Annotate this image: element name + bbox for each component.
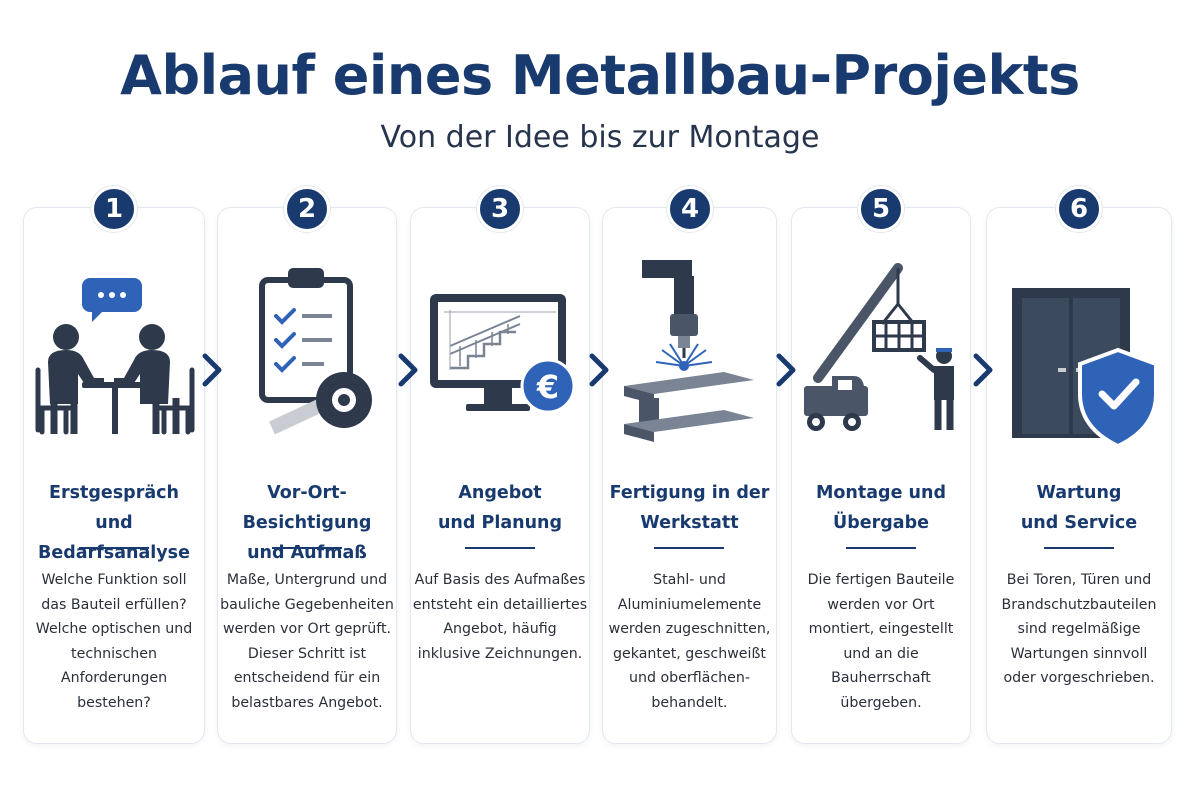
page-subtitle: Von der Idee bis zur Montage	[380, 120, 820, 155]
step-description: Die fertigen Bauteile werden vor Ort mon…	[807, 572, 955, 711]
crane-truck-worker-icon	[798, 258, 964, 448]
chevron-right-icon	[202, 353, 222, 387]
step-title: Fertigung in der Werkstatt	[609, 483, 770, 533]
title-divider	[272, 547, 342, 549]
step-title: Erstgespräch und Bedarfsanalyse	[38, 483, 190, 563]
step-title: Angebot und Planung	[437, 483, 563, 533]
step-title: Vor-Ort-Besichtigung und Aufmaß	[242, 483, 372, 563]
svg-text:€: €	[536, 368, 559, 406]
page-title: Ablauf eines Metallbau-Projekts	[120, 44, 1080, 107]
step-number-badge: 4	[667, 186, 713, 232]
title-divider	[654, 547, 724, 549]
title-divider	[1044, 547, 1114, 549]
consultation-meeting-icon	[30, 258, 200, 448]
title-divider	[846, 547, 916, 549]
step-title: Wartung und Service	[1020, 483, 1138, 533]
step-title: Montage und Übergabe	[815, 483, 946, 533]
step-description: Auf Basis des Aufmaßes entsteht ein deta…	[412, 572, 588, 662]
chevron-right-icon	[973, 353, 993, 387]
step-description: Bei Toren, Türen und Brandschutzbauteile…	[1001, 572, 1157, 686]
step-description: Maße, Untergrund und bauliche Gegebenhei…	[220, 572, 394, 711]
clipboard-tape-measure-icon	[232, 258, 382, 448]
step-description: Stahl- und Aluminiumelemente werden zuge…	[608, 572, 771, 711]
chevron-right-icon	[398, 353, 418, 387]
door-shield-check-icon	[1000, 258, 1160, 449]
step-number-badge: 2	[284, 186, 330, 232]
title-divider	[465, 547, 535, 549]
chevron-right-icon	[776, 353, 796, 387]
step-number-badge: 1	[91, 186, 137, 232]
welding-steel-beam-icon	[612, 258, 767, 448]
step-number-badge: 3	[477, 186, 523, 232]
title-divider	[79, 547, 149, 549]
chevron-right-icon	[589, 353, 609, 387]
step-description: Welche Funktion soll das Bauteil erfülle…	[35, 572, 193, 711]
step-number-badge: 6	[1056, 186, 1102, 232]
step-number-badge: 5	[858, 186, 904, 232]
monitor-drawing-euro-icon: €	[420, 258, 580, 448]
